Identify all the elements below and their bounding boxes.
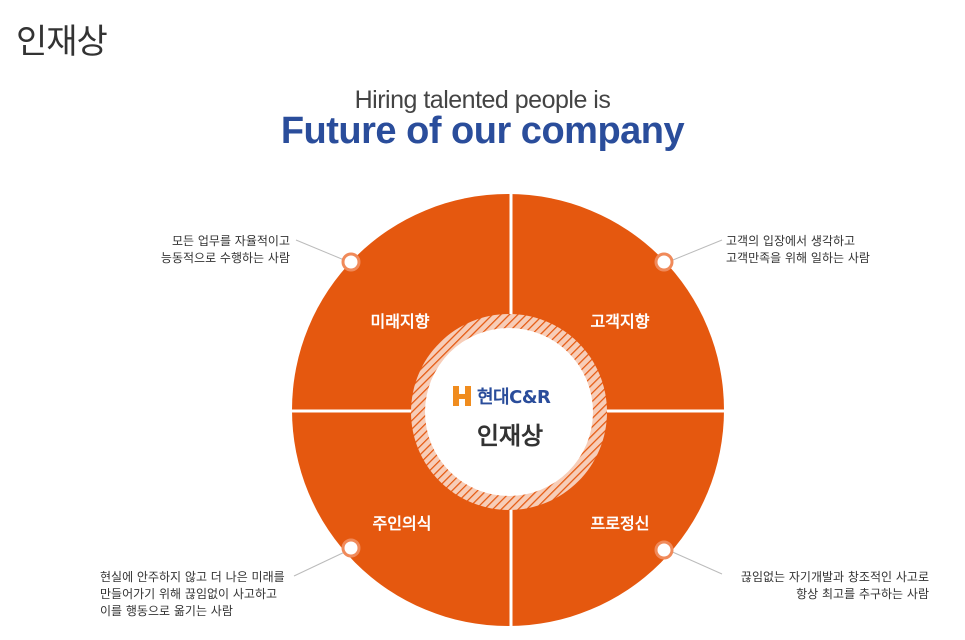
desc-top-left-line2: 능동적으로 수행하는 사람	[160, 251, 290, 265]
quadrant-label-bottom-right: 프로정신	[590, 514, 650, 533]
page-title: 인재상	[16, 22, 108, 62]
desc-bottom-right-line2: 항상 최고를 추구하는 사람	[796, 587, 929, 601]
marker-top-right	[654, 252, 674, 272]
center-title: 인재상	[476, 422, 544, 450]
desc-bottom-left-line2: 만들어가기 위해 끊임없이 사고하고	[100, 587, 278, 601]
company-logo: 현대C&R	[453, 383, 551, 409]
logo-text: 현대C&R	[477, 387, 551, 408]
quadrant-label-bottom-left: 주인의식	[372, 514, 432, 533]
desc-top-right-line2: 고객만족을 위해 일하는 사람	[726, 251, 870, 265]
desc-top-left: 모든 업무를 자율적이고 능동적으로 수행하는 사람	[161, 233, 290, 267]
logo-h-icon	[453, 386, 471, 406]
desc-bottom-right: 끊임없는 자기개발과 창조적인 사고로 항상 최고를 추구하는 사람	[741, 569, 929, 603]
connector-bottom-right	[667, 549, 723, 575]
desc-top-right: 고객의 입장에서 생각하고 고객만족을 위해 일하는 사람	[726, 233, 870, 267]
quadrant-label-top-left: 미래지향	[370, 312, 430, 331]
center-circle	[425, 328, 593, 496]
headline: Future of our company	[280, 110, 685, 152]
desc-top-right-line1: 고객의 입장에서 생각하고	[726, 234, 856, 248]
desc-bottom-left-line1: 현실에 안주하지 않고 더 나은 미래를	[100, 570, 285, 584]
connector-top-left	[295, 239, 350, 263]
marker-top-left	[341, 252, 361, 272]
desc-top-left-line1: 모든 업무를 자율적이고	[171, 234, 290, 248]
marker-bottom-right	[654, 540, 674, 560]
desc-bottom-left: 현실에 안주하지 않고 더 나은 미래를 만들어가기 위해 끊임없이 사고하고 …	[100, 569, 285, 620]
quadrant-label-top-right: 고객지향	[590, 312, 650, 331]
connector-bottom-left	[293, 549, 350, 577]
connector-top-right	[667, 239, 723, 263]
desc-bottom-right-line1: 끊임없는 자기개발과 창조적인 사고로	[740, 570, 929, 584]
marker-bottom-left	[341, 538, 361, 558]
tagline: Hiring talented people is	[354, 86, 611, 114]
desc-bottom-left-line3: 이를 행동으로 옮기는 사람	[100, 604, 233, 618]
